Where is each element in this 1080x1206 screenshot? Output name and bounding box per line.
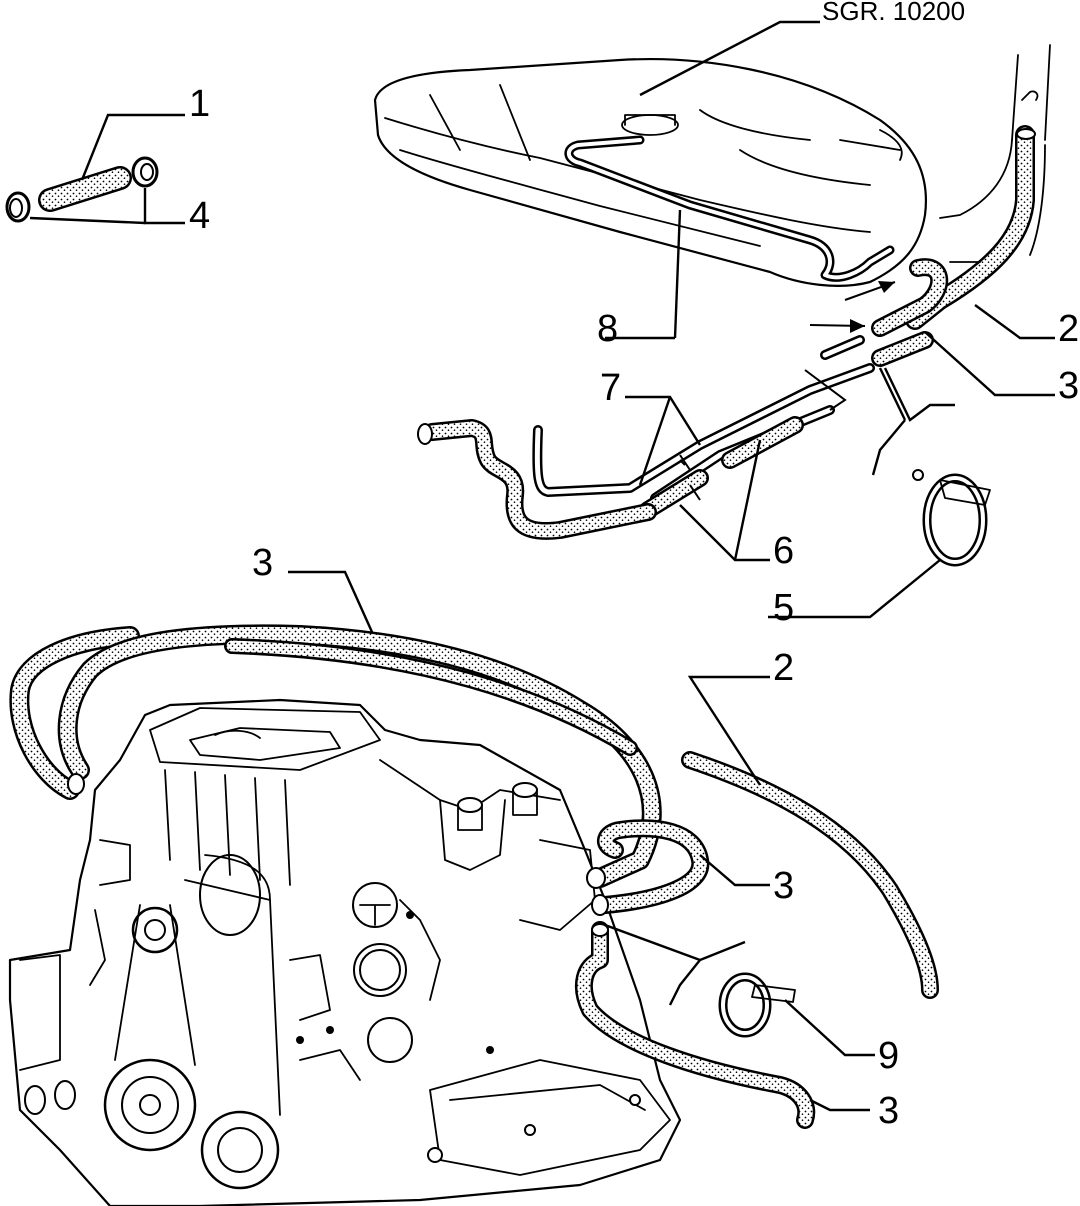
callout-labels: SGR. 10200 1 4 8 2 3 7 6 3 5 2 3 9 3 [189, 0, 1079, 1132]
callout-2-engine: 2 [773, 647, 794, 689]
hose-clamp-large [912, 469, 991, 567]
callout-4: 4 [189, 195, 210, 237]
engine-vent-hoses [9, 624, 939, 1129]
fuel-pipes-rear [417, 335, 875, 540]
assembly-arrows [809, 281, 896, 333]
filler-hose-top [905, 44, 1051, 330]
fuel-tank [373, 57, 927, 287]
callout-3-tank: 3 [1058, 365, 1079, 407]
callout-3-engine-top: 3 [252, 542, 273, 584]
callout-6: 6 [773, 530, 794, 572]
leader-lines [29, 20, 1055, 1112]
callout-5: 5 [773, 587, 794, 629]
callout-9: 9 [878, 1035, 899, 1077]
callout-2-top: 2 [1058, 308, 1079, 350]
reference-code: SGR. 10200 [822, 0, 965, 26]
connector-sleeve-kit [5, 156, 159, 223]
callout-7: 7 [600, 367, 621, 409]
engine-block [8, 698, 682, 1206]
hose-clamp-small [718, 972, 796, 1038]
callout-1: 1 [189, 83, 210, 125]
callout-3-engine-mid: 3 [773, 865, 794, 907]
callout-8: 8 [597, 308, 618, 350]
callout-3-engine-bottom: 3 [878, 1090, 899, 1132]
vent-hose-short [871, 258, 949, 367]
tank-fuel-pipe [564, 135, 895, 282]
